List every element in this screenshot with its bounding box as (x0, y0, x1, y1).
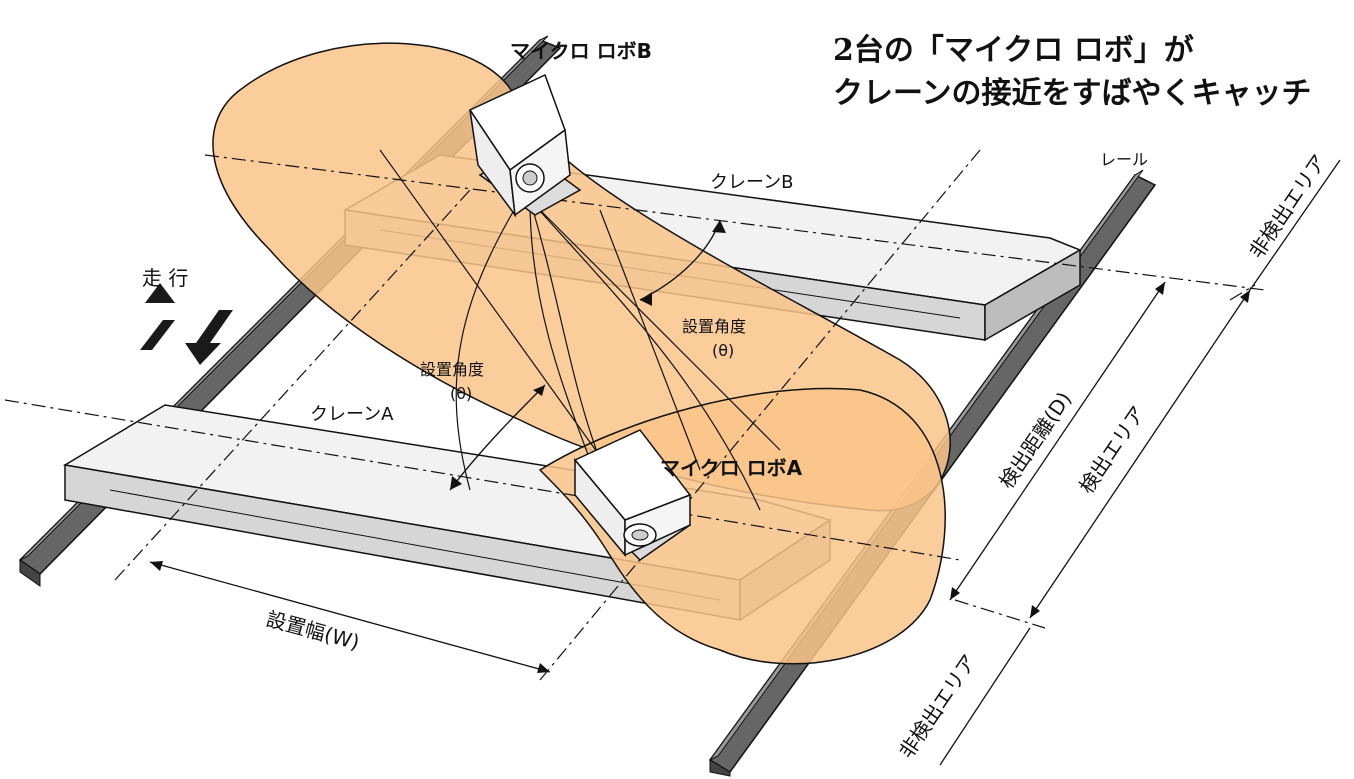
angle-upper-theta: (θ) (712, 341, 734, 360)
headline-line1: 2台の「マイクロ ロボ」が (833, 33, 1194, 68)
robo-a-label: マイクロ ロボA (660, 456, 803, 480)
nondetect-top-label: 非検出エリア (1244, 150, 1331, 263)
dimension-detect-arrow-start (1030, 605, 1040, 618)
dimension-distance-arrow-start (950, 587, 960, 600)
width-label: 設置幅(W) (264, 607, 362, 655)
beam-lines (379, 149, 781, 511)
angle-lower-theta: (θ) (450, 384, 472, 403)
crane-a-label: クレーンA (310, 404, 394, 425)
dimension-distance (949, 281, 1166, 601)
dimension-width (149, 561, 551, 673)
headline-line2: クレーンの接近をすばやくキャッチ (833, 76, 1312, 111)
dimension-nondetect-bottom (939, 627, 1031, 766)
nondetect-bottom-label: 非検出エリア (894, 650, 981, 763)
angle-arrowheads (450, 220, 726, 490)
robo-b-sensor (468, 73, 582, 218)
travel-label: 走 行 (142, 266, 188, 290)
rail-label: レール (1100, 150, 1148, 169)
dimension-width-arrow-start (150, 561, 163, 571)
dimension-width-arrow-end (537, 663, 550, 673)
dimension-nondetect-top (1249, 159, 1341, 291)
travel-arrow-down (185, 310, 233, 365)
robo-b-label: マイクロ ロボB (510, 39, 652, 63)
travel-arrow-up (130, 283, 175, 350)
robo-a-sensor (573, 429, 692, 561)
dimension-distance-arrow-end (1155, 282, 1165, 295)
distance-label: 検出距離(D) (994, 387, 1076, 492)
dimension-detect-arrow-end (1240, 290, 1250, 303)
dimension-detect-area (1029, 289, 1251, 619)
detect-area-label: 検出エリア (1074, 401, 1150, 497)
crane-b-label: クレーンB (710, 172, 793, 193)
center-lines (4, 149, 1266, 681)
angle-lower-label: 設置角度 (420, 360, 484, 379)
angle-upper-label: 設置角度 (682, 317, 746, 336)
